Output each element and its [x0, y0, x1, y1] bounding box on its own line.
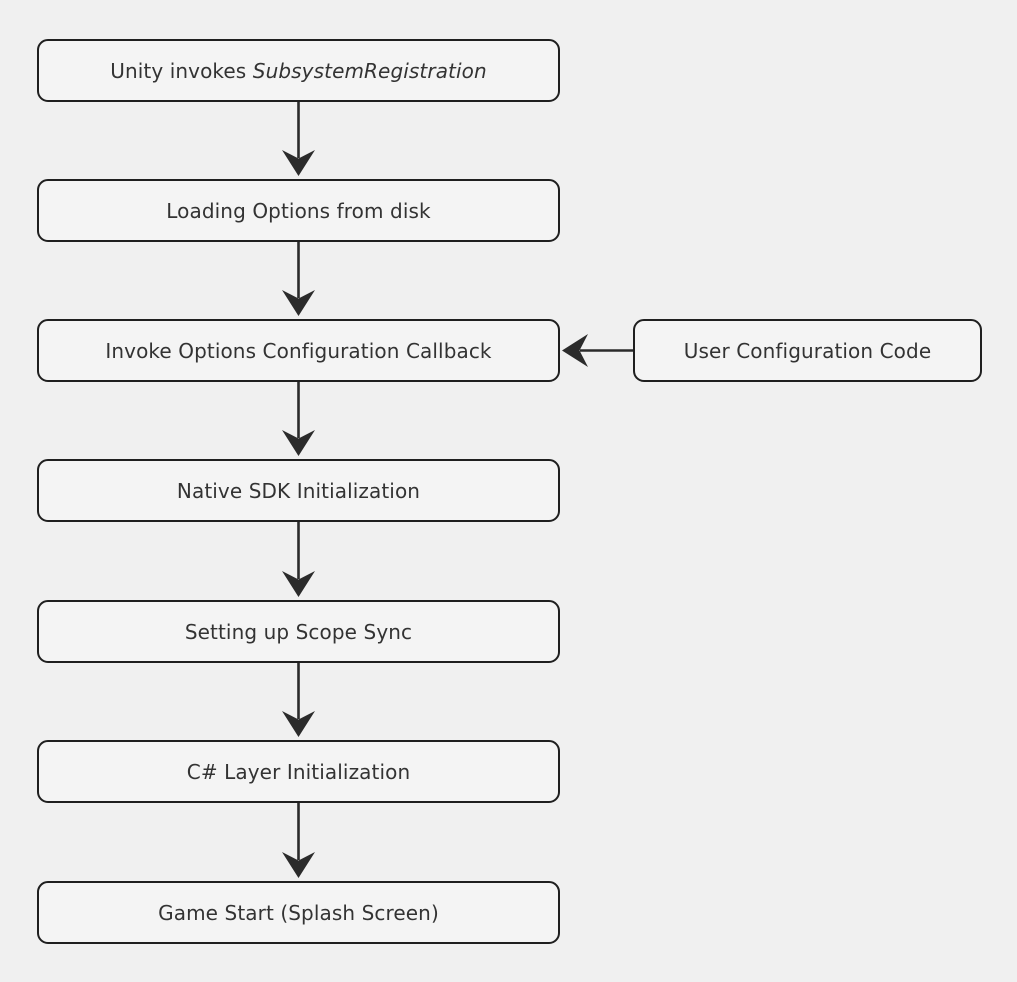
edge-invoke-options-callback-to-native-sdk-init: [282, 382, 315, 456]
node-subsystem-registration[interactable]: Unity invokes SubsystemRegistration: [37, 39, 560, 102]
edge-native-sdk-init-to-scope-sync: [282, 522, 315, 597]
edge-subsystem-registration-to-loading-options: [282, 102, 315, 176]
edge-user-configuration-code-to-invoke-options-callback: [562, 334, 633, 367]
node-label-loading-options: Loading Options from disk: [166, 198, 431, 223]
node-user-configuration-code[interactable]: User Configuration Code: [633, 319, 982, 382]
node-label-csharp-layer-init: C# Layer Initialization: [186, 759, 411, 784]
node-label-subsystem-registration: Unity invokes SubsystemRegistration: [110, 58, 487, 83]
node-invoke-options-callback[interactable]: Invoke Options Configuration Callback: [37, 319, 560, 382]
node-label-user-configuration-code: User Configuration Code: [683, 338, 932, 363]
node-loading-options[interactable]: Loading Options from disk: [37, 179, 560, 242]
edge-scope-sync-to-csharp-layer-init: [282, 663, 315, 737]
edge-loading-options-to-invoke-options-callback: [282, 242, 315, 316]
node-label-invoke-options-callback: Invoke Options Configuration Callback: [105, 338, 492, 363]
node-scope-sync[interactable]: Setting up Scope Sync: [37, 600, 560, 663]
node-label-game-start: Game Start (Splash Screen): [158, 900, 439, 925]
node-native-sdk-init[interactable]: Native SDK Initialization: [37, 459, 560, 522]
node-label-native-sdk-init: Native SDK Initialization: [176, 478, 421, 503]
node-game-start[interactable]: Game Start (Splash Screen): [37, 881, 560, 944]
edge-csharp-layer-init-to-game-start: [282, 803, 315, 878]
node-label-scope-sync: Setting up Scope Sync: [184, 619, 413, 644]
node-csharp-layer-init[interactable]: C# Layer Initialization: [37, 740, 560, 803]
